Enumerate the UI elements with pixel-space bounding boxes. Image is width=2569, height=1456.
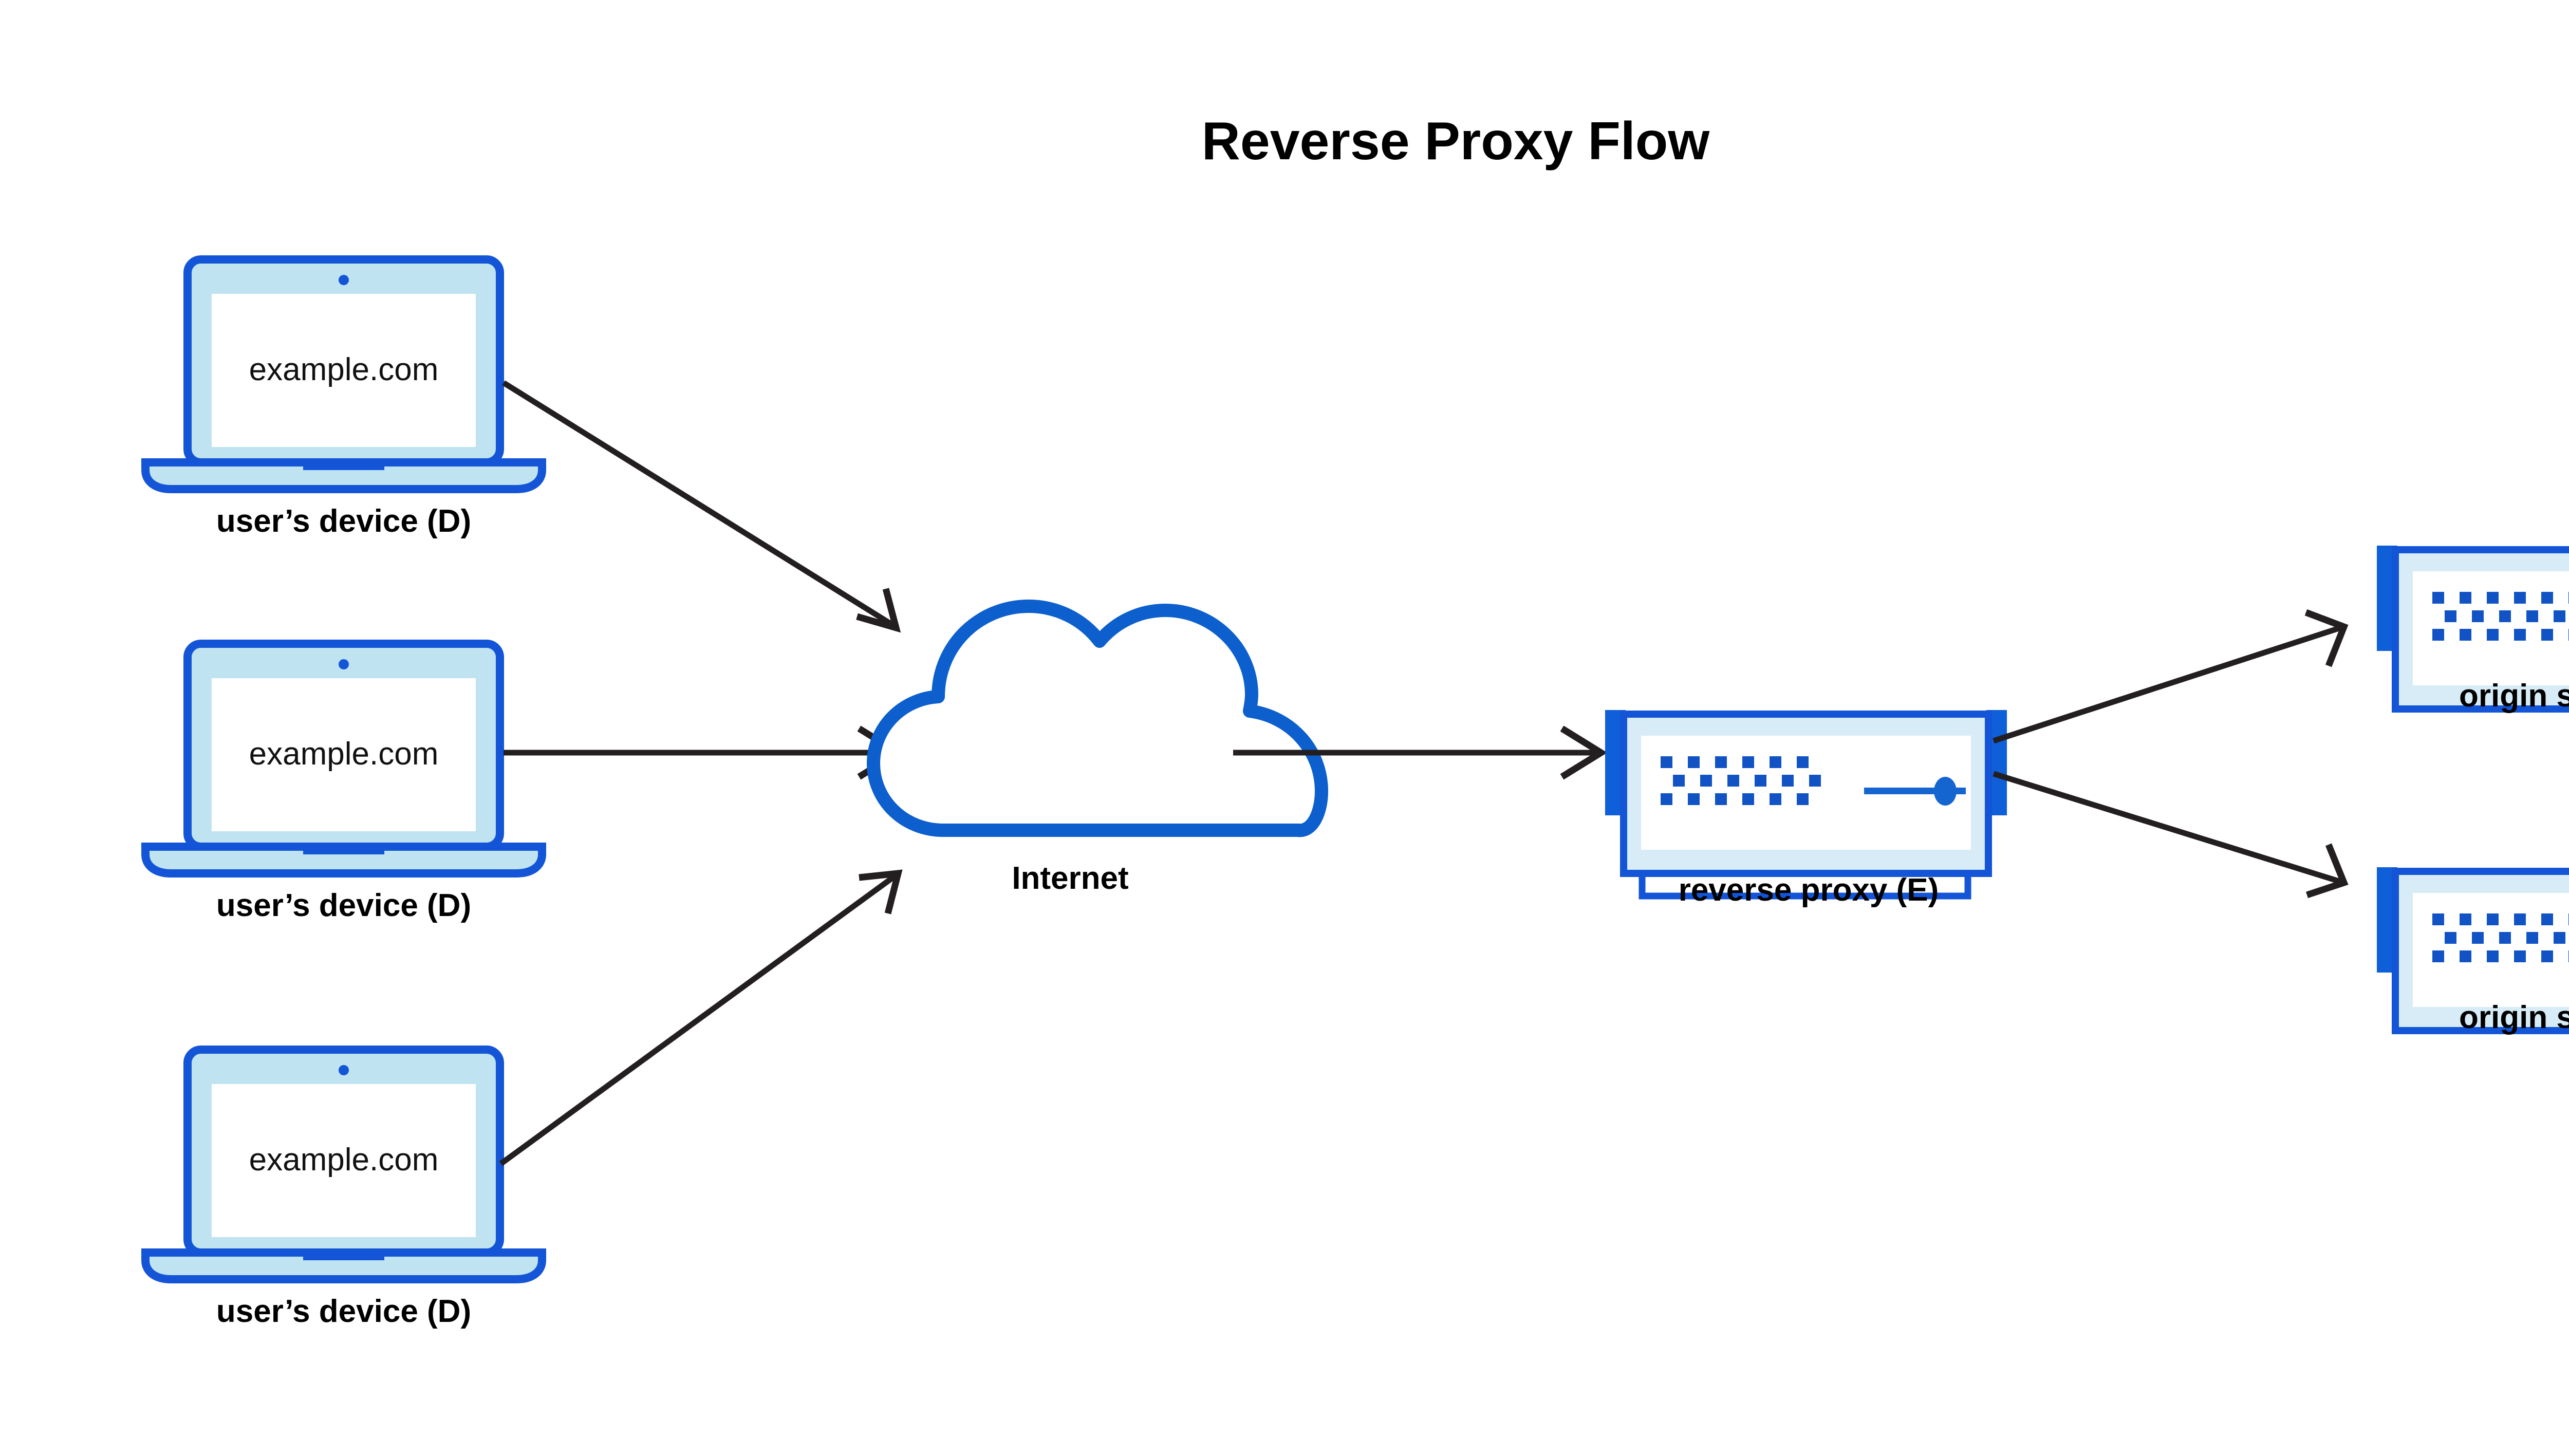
- arrow-proxy-to-origin1: [1993, 609, 2349, 744]
- laptop-icon: [141, 255, 546, 493]
- laptop-base: [141, 458, 546, 493]
- laptop-icon: [141, 640, 546, 878]
- server-icon: [1605, 710, 2007, 900]
- laptop-screen: [212, 1084, 476, 1237]
- laptop-base: [141, 1248, 546, 1283]
- laptop-camera-icon: [339, 275, 349, 285]
- cloud-icon: [867, 600, 1328, 837]
- device-label-1: user’s device (D): [216, 503, 471, 539]
- server-icon: [2377, 546, 2569, 713]
- laptop-screen: [212, 294, 476, 447]
- origin-label-1: origin server (F): [2459, 678, 2569, 714]
- arrow-device2-to-internet: [504, 725, 905, 780]
- laptop-icon: [141, 1046, 546, 1283]
- origin-label-2: origin server (F): [2459, 1000, 2569, 1035]
- arrow-proxy-to-origin2: [1993, 771, 2349, 899]
- laptop-screen: [212, 678, 476, 831]
- laptop-base: [141, 843, 546, 878]
- proxy-label: reverse proxy (E): [1679, 872, 1939, 908]
- server-vent-dots: [2432, 913, 2569, 962]
- laptop-notch: [303, 847, 384, 854]
- page-title: Reverse Proxy Flow: [1202, 111, 1710, 171]
- server-face-panel: [2413, 571, 2569, 685]
- server-status-light-icon: [1934, 777, 1957, 806]
- arrow-device1-to-internet: [502, 380, 901, 633]
- laptop-notch: [303, 1253, 384, 1260]
- internet-label: Internet: [1012, 861, 1128, 896]
- laptop-camera-icon: [339, 659, 349, 669]
- laptop-notch: [303, 462, 384, 470]
- cloud-shape: [867, 600, 1328, 837]
- server-vent-dots: [1661, 756, 1821, 805]
- server-icon: [2377, 867, 2569, 1034]
- arrow-internet-to-proxy: [1233, 725, 1608, 780]
- device-label-2: user’s device (D): [216, 888, 471, 923]
- device-label-3: user’s device (D): [216, 1294, 471, 1329]
- server-face-panel: [2413, 893, 2569, 1007]
- laptop-screen-text: example.com: [249, 736, 439, 772]
- arrow-device3-to-internet: [499, 869, 903, 1166]
- server-vent-dots: [2432, 592, 2569, 641]
- laptop-screen-text: example.com: [249, 1142, 439, 1178]
- laptop-camera-icon: [339, 1065, 349, 1075]
- laptop-screen-text: example.com: [249, 352, 439, 387]
